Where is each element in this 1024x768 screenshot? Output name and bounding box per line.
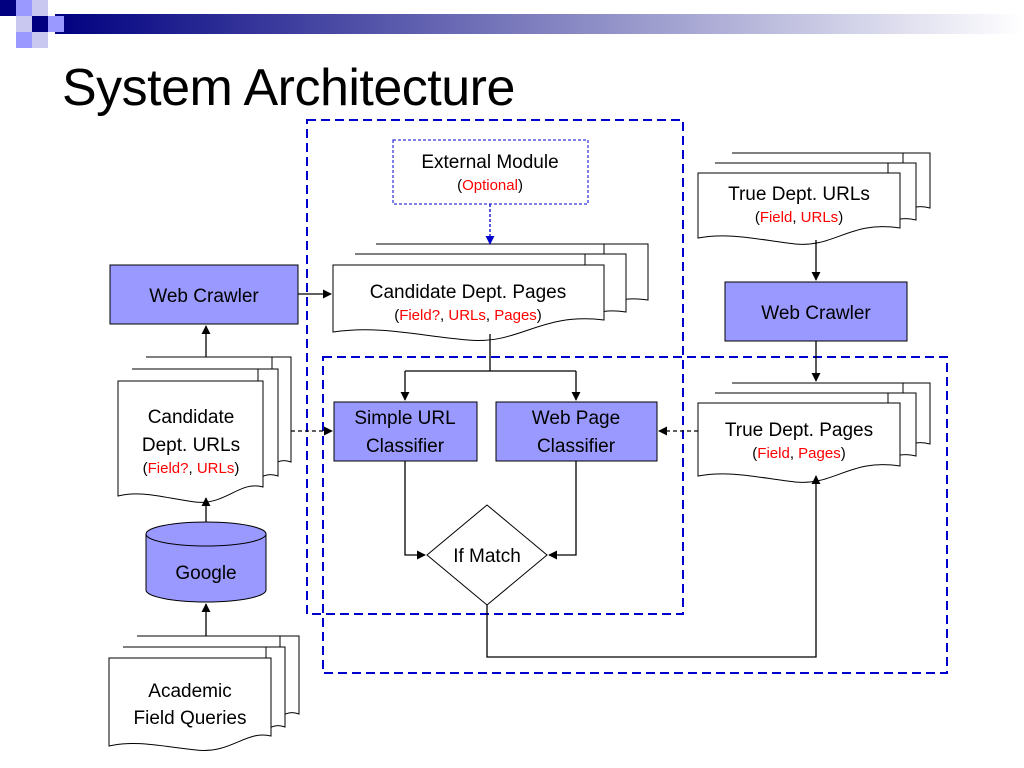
- arrow-match-to-truepages: [486, 475, 821, 658]
- simple-url-classifier-line1: Simple URL: [354, 408, 455, 429]
- header-square-dark-2: [32, 16, 48, 32]
- header-square-light-2: [32, 0, 48, 16]
- slide-title: System Architecture: [62, 59, 515, 117]
- candidate-dept-urls-doc: Candidate Dept. URLs (Field?, URLs): [117, 356, 292, 503]
- true-dept-urls-doc: True Dept. URLs (Field, URLs): [697, 152, 931, 245]
- candidate-dept-pages-label: Candidate Dept. Pages: [370, 282, 566, 303]
- if-match-decision: If Match: [426, 504, 548, 606]
- external-module-box: External Module (Optional): [392, 139, 589, 205]
- candidate-dept-pages-tags: (Field?, URLs, Pages): [394, 307, 542, 324]
- true-dept-urls-label: True Dept. URLs: [728, 184, 870, 205]
- candidate-dept-urls-tags: (Field?, URLs): [143, 460, 240, 477]
- true-dept-pages-label: True Dept. Pages: [725, 420, 873, 441]
- google-label: Google: [175, 563, 236, 584]
- external-module-label: External Module: [421, 152, 558, 173]
- web-crawler-right-label: Web Crawler: [761, 303, 871, 324]
- web-page-classifier-line2: Classifier: [537, 436, 616, 457]
- web-crawler-left-box: Web Crawler: [109, 264, 299, 325]
- academic-field-queries-doc: Academic Field Queries: [108, 635, 300, 751]
- if-match-label: If Match: [453, 546, 521, 567]
- academic-field-queries-line1: Academic: [148, 681, 231, 702]
- simple-url-classifier-box: Simple URL Classifier: [333, 401, 478, 462]
- header-square-dark-1: [0, 0, 16, 16]
- web-page-classifier-box: Web Page Classifier: [495, 401, 658, 462]
- dashed-region-top: [306, 119, 684, 615]
- header-decoration: [0, 0, 1024, 48]
- header-square-light-6: [32, 32, 48, 48]
- google-database: Google: [145, 521, 267, 603]
- external-module-tag: (Optional): [457, 177, 523, 194]
- true-dept-pages-doc: True Dept. Pages (Field, Pages): [697, 382, 931, 483]
- web-page-classifier-line1: Web Page: [532, 408, 620, 429]
- candidate-dept-pages-doc: Candidate Dept. Pages (Field?, URLs, Pag…: [332, 243, 649, 342]
- true-dept-pages-tags: (Field, Pages): [752, 445, 845, 462]
- header-square-light-3: [16, 16, 32, 32]
- web-crawler-right-box: Web Crawler: [724, 281, 908, 342]
- header-square-light-4: [48, 16, 64, 32]
- academic-field-queries-line2: Field Queries: [134, 708, 247, 729]
- header-square-light-1: [16, 0, 32, 16]
- candidate-dept-urls-line1: Candidate: [148, 407, 235, 428]
- arrow-webpage-to-match: [548, 461, 577, 560]
- candidate-dept-urls-line2: Dept. URLs: [142, 435, 240, 456]
- web-crawler-left-label: Web Crawler: [149, 286, 259, 307]
- header-square-light-5: [16, 32, 32, 48]
- header-gradient-bar: [55, 14, 1024, 34]
- arrow-simple-to-match: [404, 461, 426, 560]
- true-dept-urls-tags: (Field, URLs): [755, 209, 843, 226]
- dashed-region-bottom: [322, 356, 948, 674]
- simple-url-classifier-line2: Classifier: [366, 436, 445, 457]
